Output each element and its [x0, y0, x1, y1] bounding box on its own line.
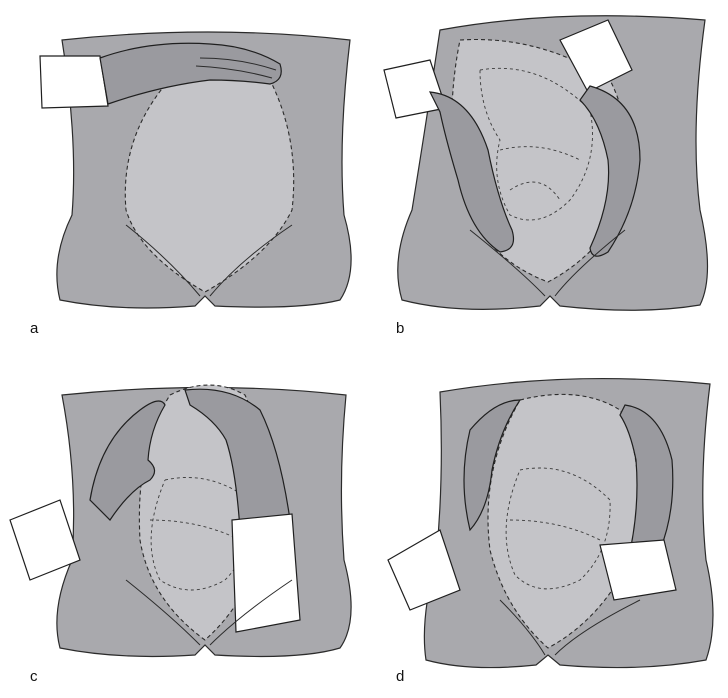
panel-label-b: b: [396, 320, 404, 337]
sleeve-right-c: [232, 514, 300, 632]
panel-c: [10, 385, 351, 656]
panel-b: [384, 16, 708, 310]
sleeve-a: [40, 56, 108, 108]
panel-label-c: c: [30, 668, 38, 685]
sleeve-right-d: [600, 540, 676, 600]
panel-label-a: a: [30, 320, 38, 337]
panel-d: [388, 379, 713, 668]
panel-a: [40, 32, 351, 308]
panel-label-d: d: [396, 668, 404, 685]
